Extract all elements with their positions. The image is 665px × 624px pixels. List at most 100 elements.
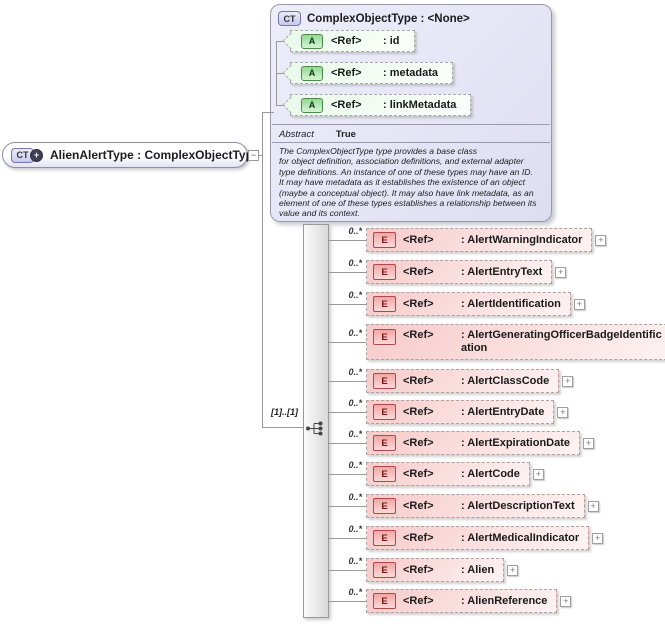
element-icon: E [373, 498, 396, 514]
element-box[interactable]: E<Ref>: AlertWarningIndicator [366, 228, 593, 252]
connector-line [329, 342, 366, 343]
expand-icon[interactable]: + [555, 266, 567, 278]
occurrence-label: 0..* [348, 587, 362, 597]
expand-icon[interactable]: + [595, 234, 607, 246]
element-box[interactable]: E<Ref>: AlertMedicalIndicator [366, 526, 590, 550]
element-name: : AlertCode [461, 467, 520, 480]
occurrence-label: 0..* [348, 524, 362, 534]
element-name: : AlertWarningIndicator [461, 233, 583, 246]
element-ref-label: <Ref> [403, 564, 434, 576]
element-row: E<Ref>: AlertGeneratingOfficerBadgeIdent… [366, 324, 665, 360]
connector-line [329, 601, 366, 602]
element-box[interactable]: E<Ref>: AlertIdentification [366, 292, 571, 316]
element-name: : AlertDescriptionText [461, 499, 575, 512]
element-box[interactable]: E<Ref>: AlienReference [366, 589, 558, 613]
attribute-box[interactable]: A <Ref> : metadata [290, 62, 454, 84]
sequence-icon[interactable] [305, 421, 325, 436]
element-icon: E [373, 435, 396, 451]
attribute-box[interactable]: A<Ref>: id [290, 30, 415, 52]
attribute-name: : id [383, 35, 400, 47]
element-icon: E [373, 373, 396, 389]
abstract-value: True [335, 129, 356, 140]
occurrence-label: 0..* [348, 290, 362, 300]
element-icon: E [373, 329, 396, 345]
attribute-row-container: A<Ref>: linkMetadata [290, 94, 472, 116]
occurrence-label: 0..* [348, 492, 362, 502]
expand-icon[interactable]: + [560, 595, 572, 607]
attribute-icon: A [301, 33, 323, 49]
element-name: : Alien [461, 563, 495, 576]
connector-line [262, 427, 303, 428]
expand-icon[interactable]: + [587, 500, 599, 512]
expand-icon[interactable]: + [573, 298, 585, 310]
occurrence-label: 0..* [348, 328, 362, 338]
attribute-box[interactable]: A<Ref>: linkMetadata [290, 94, 472, 116]
expand-icon[interactable]: + [592, 532, 604, 544]
connector-line [329, 272, 366, 273]
element-box[interactable]: E <Ref> : Alien [366, 558, 505, 582]
collapse-handle-icon[interactable]: − [248, 150, 259, 161]
occurrence-label: 0..* [348, 556, 362, 566]
expand-icon[interactable]: + [557, 406, 569, 418]
element-ref-label: <Ref> [403, 375, 434, 387]
connector-trunk-line [262, 112, 263, 428]
element-row: E<Ref>: AlertEntryDate+ [366, 400, 569, 424]
element-ref-label: <Ref> [403, 266, 434, 278]
separator [272, 142, 550, 143]
derived-type-plus-icon: + [30, 148, 43, 162]
separator [272, 124, 550, 125]
type-description: The ComplexObjectType type provides a ba… [279, 146, 537, 219]
element-name: : AlienReference [461, 594, 548, 607]
occurrence-label: 0..* [348, 460, 362, 470]
expand-icon[interactable]: + [562, 375, 574, 387]
connector-line [329, 412, 366, 413]
element-box[interactable]: E<Ref>: AlertClassCode [366, 369, 560, 393]
element-box[interactable]: E<Ref>: AlertEntryText [366, 260, 553, 284]
attribute-ref-label: <Ref> [331, 67, 362, 79]
element-name: : AlertIdentification [461, 297, 561, 310]
element-ref-label: <Ref> [403, 500, 434, 512]
element-box[interactable]: E<Ref>: AlertExpirationDate [366, 431, 581, 455]
element-row: E<Ref>: AlertExpirationDate+ [366, 431, 595, 455]
abstract-label: Abstract [279, 129, 314, 140]
connector-line [262, 112, 274, 113]
element-icon: E [373, 562, 396, 578]
element-icon: E [373, 404, 396, 420]
attribute-row-container: A <Ref> : metadata [290, 62, 454, 84]
occurrence-label: 0..* [348, 398, 362, 408]
base-type-title: ComplexObjectType : <None> [307, 12, 470, 25]
connector-line [329, 240, 366, 241]
connector-line [329, 570, 366, 571]
element-ref-label: <Ref> [403, 298, 434, 310]
element-icon: E [373, 264, 396, 280]
attribute-name: : metadata [383, 67, 439, 79]
expand-icon[interactable]: + [507, 564, 519, 576]
element-box[interactable]: E<Ref>: AlertGeneratingOfficerBadgeIdent… [366, 324, 665, 360]
element-ref-label: <Ref> [403, 595, 434, 607]
connector-line [329, 381, 366, 382]
root-type-box[interactable]: CT + AlienAlertType : ComplexObjectType [2, 142, 260, 168]
element-ref-label: <Ref> [403, 532, 434, 544]
expand-icon[interactable]: + [532, 468, 544, 480]
base-type-header: CT ComplexObjectType : <None> [278, 11, 470, 26]
element-ref-label: <Ref> [403, 406, 434, 418]
occurrence-label: 0..* [348, 429, 362, 439]
attribute-row-container: A<Ref>: id [290, 30, 415, 52]
element-row: E<Ref>: AlertEntryText+ [366, 260, 567, 284]
attribute-ref-label: <Ref> [331, 99, 362, 111]
element-row: E<Ref>: AlertWarningIndicator+ [366, 228, 607, 252]
element-row: E<Ref>: AlertMedicalIndicator+ [366, 526, 604, 550]
connector-line [329, 506, 366, 507]
element-box[interactable]: E<Ref>: AlertEntryDate [366, 400, 555, 424]
element-ref-label: <Ref> [403, 234, 434, 246]
root-type-title: AlienAlertType : ComplexObjectType [50, 148, 260, 162]
element-ref-label: <Ref> [403, 468, 434, 480]
occurrence-label: 0..* [348, 258, 362, 268]
element-box[interactable]: E<Ref>: AlertCode [366, 462, 530, 486]
attribute-icon: A [301, 65, 323, 81]
element-name: : AlertExpirationDate [461, 436, 571, 449]
complex-type-icon: CT [278, 11, 301, 26]
expand-icon[interactable]: + [583, 437, 595, 449]
element-box[interactable]: E <Ref> : AlertDescriptionText [366, 494, 585, 518]
